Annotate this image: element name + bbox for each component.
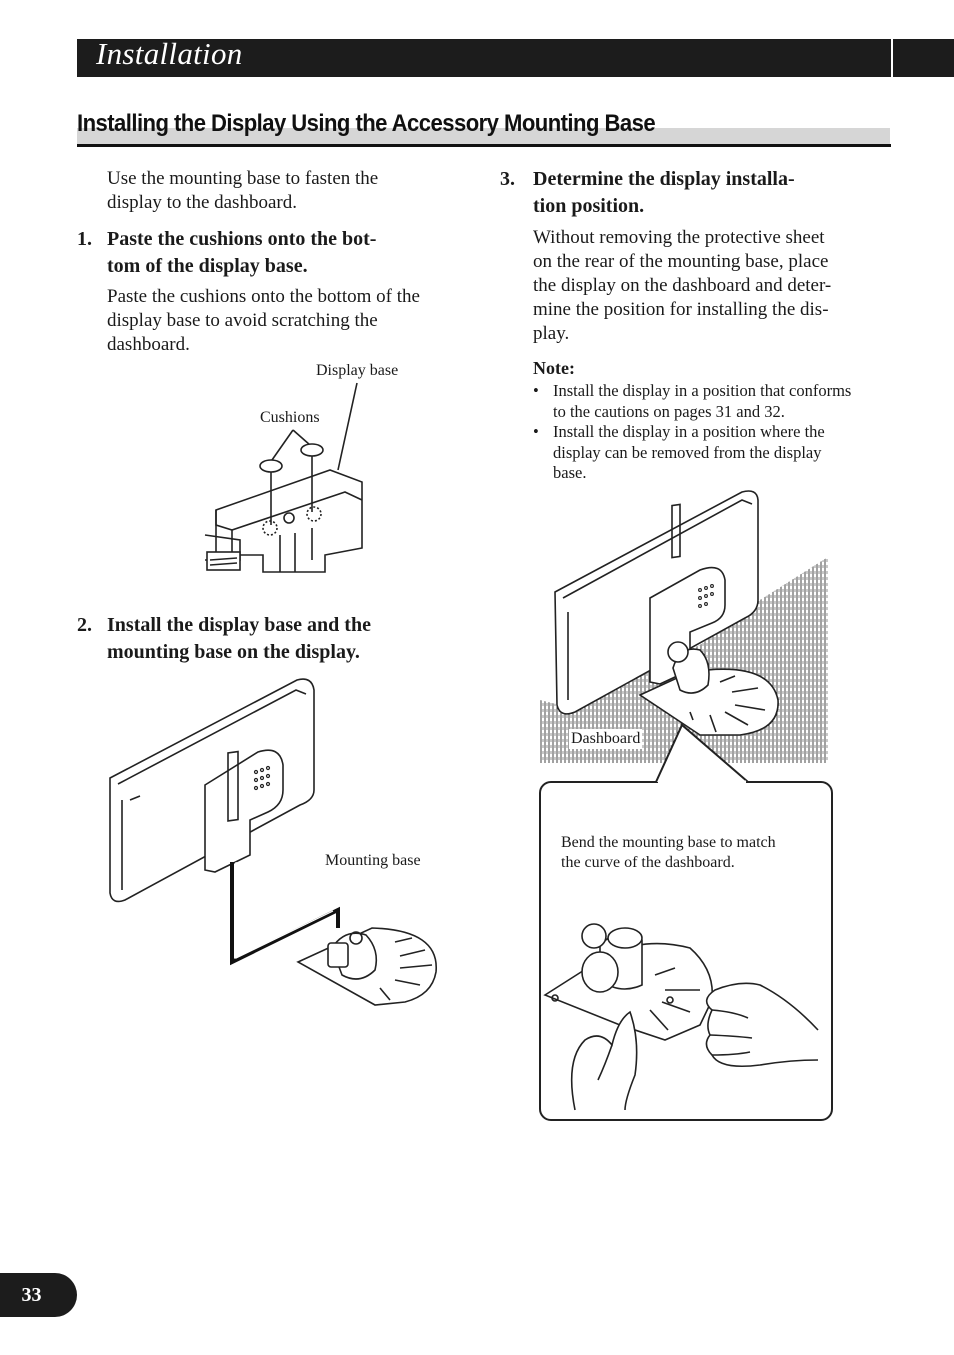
header-tab [893,39,954,77]
header-title: Installation [96,36,243,71]
step-3-title: Determine the display installa- tion pos… [533,168,795,217]
note-list: • Install the display in a position that… [533,381,893,484]
step-3-body: Without removing the protective sheet on… [533,227,832,344]
step-3-number: 3. [500,168,515,190]
step-1-number: 1. [77,228,92,250]
step-2-number: 2. [77,614,92,636]
section-title-rule [77,144,891,147]
label-cushions: Cushions [260,409,320,426]
step-1-body: Paste the cushions onto the bottom of th… [107,286,420,355]
label-display-base: Display base [316,362,399,379]
step-1-title: Paste the cushions onto the bot- tom of … [107,228,377,277]
note-item: • Install the display in a position wher… [533,422,825,482]
callout-text: Bend the mounting base to match the curv… [561,834,776,871]
page-number: 33 [0,1273,77,1317]
section-title: Installing the Display Using the Accesso… [77,110,656,137]
note-item: • Install the display in a position that… [533,381,852,421]
label-dashboard: Dashboard [569,729,643,749]
intro-text: Use the mounting base to fasten the disp… [107,168,379,213]
section-title-underlay [77,128,890,144]
step-2-title: Install the display base and the mountin… [107,614,371,663]
label-mounting-base: Mounting base [325,852,421,869]
header-bar [77,39,891,77]
note-title: Note: [533,358,575,378]
